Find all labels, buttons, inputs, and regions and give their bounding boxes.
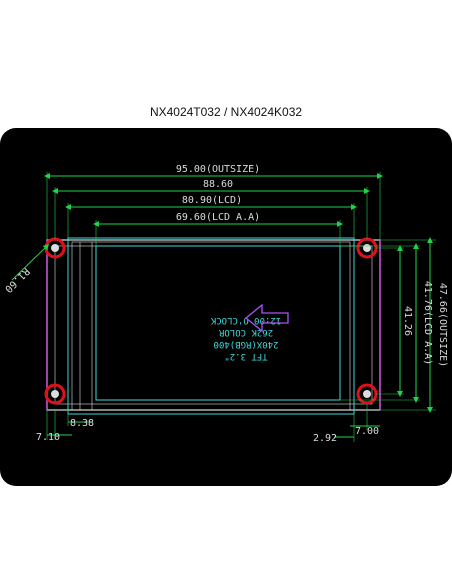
dim-hole-vertical-span: 41.26 [376, 245, 413, 397]
dim-right-lcd-offset-label: 2.92 [313, 433, 337, 444]
dim-left-hole-offset-label: 7.10 [36, 432, 60, 443]
screen-label-line-2: 240X(RGB)400 [213, 339, 278, 349]
dim-lcd-width: 80.90(LCD) [65, 195, 357, 238]
dim-lcd-active-width-label: 69.60(LCD A.A) [176, 212, 260, 223]
page-title: NX4024T032 / NX4024K032 [149, 105, 303, 119]
screen-label-line-1: TFT 3.2" [224, 351, 267, 361]
dim-hole-span-label: 88.60 [203, 179, 233, 190]
lcd-active-area [79, 242, 341, 410]
screen-label-line-4: 12:00 O'CLOCK [210, 315, 281, 325]
dim-lcd-active-width: 69.60(LCD A.A) [93, 212, 343, 246]
mounting-hole-top-right [356, 237, 378, 259]
lcd-outline [67, 237, 355, 415]
dim-corner-radius-label: R1.60 [2, 265, 31, 294]
dim-right-hole-offset-label: 7.00 [355, 426, 379, 437]
dim-height-outside-label: 47.66(OUTSIZE) [437, 283, 448, 367]
screen-label: TFT 3.2" 240X(RGB)400 262K COLOR 12:00 O… [210, 315, 281, 361]
dim-left-lcd-offset: 8.38 [67, 410, 94, 429]
drawing-panel: 95.00(OUTSIZE) 88.60 80.90(LCD) 69.60(LC… [0, 128, 452, 486]
dim-left-hole-offset: 7.10 [36, 410, 72, 443]
dim-hole-vertical-span-label: 41.26 [402, 306, 413, 336]
dim-left-lcd-offset-label: 8.38 [70, 418, 94, 429]
dim-right-hole-offset: 7.00 [350, 404, 380, 437]
mounting-hole-bottom-left [44, 383, 66, 405]
orientation-arrow-icon [244, 303, 289, 333]
dim-width-outside: 95.00(OUTSIZE) [44, 164, 383, 240]
dim-corner-radius: R1.60 [2, 243, 50, 294]
dim-lcd-width-label: 80.90(LCD) [182, 195, 242, 206]
dim-height-outside: 47.66(OUTSIZE) [380, 237, 448, 413]
screen-label-line-3: 262K COLOR [218, 327, 273, 337]
dim-lcd-active-height: 41.76(LCD A.A) [340, 243, 433, 403]
dim-lcd-active-height-label: 41.76(LCD A.A) [422, 281, 433, 365]
dim-hole-span: 88.60 [52, 179, 370, 239]
dimension-drawing: 95.00(OUTSIZE) 88.60 80.90(LCD) 69.60(LC… [2, 164, 448, 444]
dim-width-outside-label: 95.00(OUTSIZE) [176, 164, 260, 175]
dim-right-lcd-offset: 2.92 [313, 414, 355, 444]
